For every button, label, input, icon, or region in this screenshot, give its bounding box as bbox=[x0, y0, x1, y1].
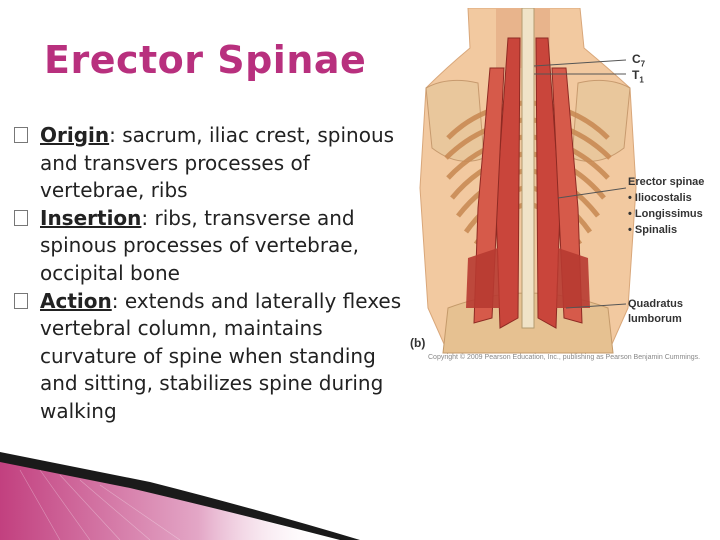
bullet-list: Origin: sacrum, iliac crest, spinous and… bbox=[14, 122, 404, 426]
term-origin: Origin bbox=[40, 123, 110, 147]
bullet-box-icon bbox=[14, 292, 28, 309]
panel-label: (b) bbox=[410, 336, 426, 350]
insertion-text: ribs, transverse and spinous processes o… bbox=[40, 205, 359, 285]
anatomy-figure: C7 T1 Erector spinae • Iliocostalis • Lo… bbox=[408, 7, 720, 370]
label-longissimus: • Longissimus bbox=[628, 208, 703, 220]
action-text: extends and laterally flexes vertebral c… bbox=[40, 288, 402, 423]
term-insertion: Insertion bbox=[40, 205, 142, 230]
back-muscles-illustration bbox=[419, 7, 637, 354]
bullet-origin: Origin: sacrum, iliac crest, spinous and… bbox=[14, 122, 404, 205]
decorative-swoosh bbox=[0, 452, 360, 540]
label-spinalis: • Spinalis bbox=[628, 224, 678, 236]
bullet-action: Action: extends and laterally flexes ver… bbox=[14, 288, 404, 426]
label-iliocostalis: • Iliocostalis bbox=[628, 192, 692, 204]
term-action: Action bbox=[40, 288, 112, 313]
bullet-box-icon bbox=[14, 127, 28, 143]
label-quadratus: Quadratus bbox=[628, 298, 684, 310]
label-c7: C7 bbox=[632, 52, 646, 69]
separator: : bbox=[141, 205, 155, 230]
slide-title: Erector Spinae bbox=[44, 38, 367, 82]
bullet-box-icon bbox=[14, 209, 28, 226]
bullet-insertion: Insertion: ribs, transverse and spinous … bbox=[14, 205, 404, 288]
label-erector-spinae: Erector spinae bbox=[628, 176, 705, 188]
label-lumborum: lumborum bbox=[628, 313, 682, 325]
separator: : bbox=[109, 123, 123, 147]
copyright-text: Copyright © 2009 Pearson Education, Inc.… bbox=[428, 354, 701, 361]
separator: : bbox=[111, 288, 125, 313]
label-t1: T1 bbox=[632, 68, 644, 85]
origin-text: sacrum, iliac crest, spinous and transve… bbox=[40, 123, 395, 203]
